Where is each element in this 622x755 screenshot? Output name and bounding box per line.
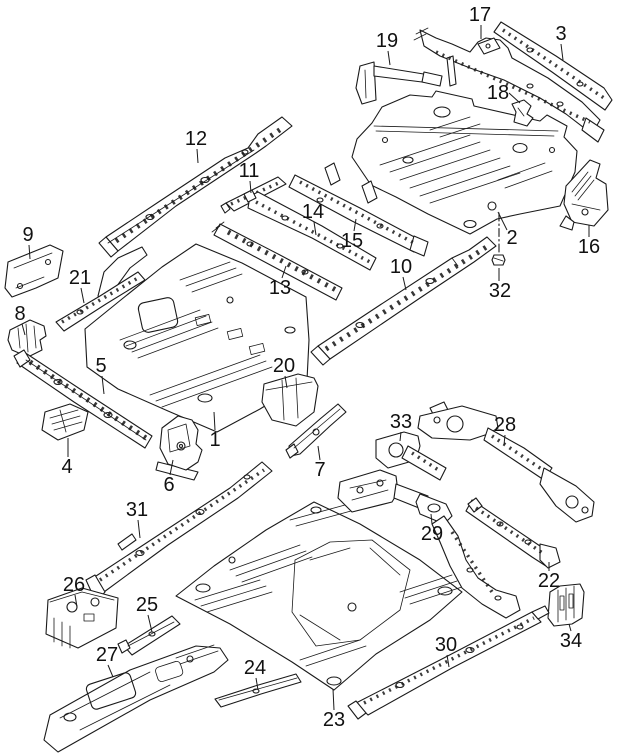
- callout-number-6: 6: [163, 474, 174, 496]
- callout-number-7: 7: [314, 459, 325, 481]
- leader-line-19: [387, 50, 391, 66]
- part-17-rear-crossmember: [413, 27, 605, 143]
- leader-line-33: [399, 431, 402, 442]
- part-33-mount-bracket: [375, 431, 447, 481]
- callout-number-25: 25: [136, 594, 158, 616]
- part-34-finger-bracket: [547, 583, 585, 627]
- leader-line-28: [503, 434, 506, 446]
- leader-line-12: [196, 148, 199, 164]
- part-9-bracket-panel: [4, 244, 64, 298]
- part-13-crossmember: [211, 221, 343, 301]
- part-10-rear-side-member: [310, 236, 497, 366]
- part-8-clip-bracket: [7, 319, 47, 358]
- part-12-rear-side-member: [98, 116, 293, 258]
- callout-number-1: 1: [209, 429, 220, 451]
- leader-line-10: [402, 276, 407, 291]
- leader-line-21: [80, 287, 85, 304]
- part-29-center-member: [337, 469, 521, 619]
- leader-line-29: [430, 513, 433, 525]
- part-21-sill-extension: [55, 246, 148, 332]
- callout-number-13: 13: [269, 277, 291, 299]
- callout-number-33: 33: [390, 411, 412, 433]
- leader-line-31: [137, 519, 141, 539]
- part-5-seat-crossmember: [13, 349, 153, 449]
- leader-line-23: [332, 688, 335, 711]
- leader-line-27: [107, 664, 114, 678]
- part-2-rear-floor-panel: [351, 90, 578, 235]
- leader-line-9: [28, 244, 31, 260]
- part-6-pedestal-bracket: [155, 415, 203, 481]
- callout-number-31: 31: [126, 499, 148, 521]
- leader-line-2: [497, 211, 508, 231]
- part-22-support-rail: [465, 497, 561, 569]
- part-28-crossmember-assembly: [417, 401, 595, 523]
- callout-number-29: 29: [421, 523, 443, 545]
- part-32-bolt: [491, 212, 506, 266]
- diagram-artwork: [4, 21, 613, 753]
- callout-number-11: 11: [239, 160, 260, 182]
- callout-number-30: 30: [435, 634, 457, 656]
- part-7-short-rail: [285, 403, 347, 459]
- leader-line-5: [101, 375, 105, 395]
- part-3-rear-rail: [493, 21, 613, 111]
- leader-line-14: [313, 221, 317, 236]
- leader-line-20: [284, 375, 288, 389]
- leader-line-8: [21, 323, 26, 336]
- callout-number-8: 8: [14, 303, 25, 325]
- callout-number-20: 20: [273, 355, 295, 377]
- leader-line-30: [446, 654, 450, 668]
- callout-number-9: 9: [22, 224, 33, 246]
- part-25-side-rail: [117, 615, 181, 656]
- part-18-bracket-clip: [511, 99, 534, 127]
- leader-line-13: [281, 265, 287, 279]
- leader-line-18: [508, 92, 521, 104]
- callout-number-3: 3: [555, 23, 566, 45]
- leader-line-11: [249, 180, 252, 194]
- callout-number-12: 12: [185, 128, 207, 150]
- leader-line-3: [560, 43, 564, 61]
- callout-number-21: 21: [69, 267, 91, 289]
- leader-line-6: [169, 459, 174, 476]
- callout-number-2: 2: [506, 227, 517, 249]
- callout-number-26: 26: [63, 574, 85, 596]
- part-14-crossmember: [243, 189, 377, 271]
- leader-line-25: [147, 614, 153, 633]
- leader-line-24: [255, 677, 259, 691]
- callout-number-10: 10: [390, 256, 412, 278]
- leader-line-1: [213, 411, 216, 431]
- callout-number-28: 28: [494, 414, 516, 436]
- part-26-box-bracket: [45, 587, 119, 649]
- callout-number-5: 5: [95, 355, 106, 377]
- callout-number-14: 14: [302, 201, 324, 223]
- part-27-front-floor-front-panel: [43, 644, 229, 753]
- leader-line-26: [74, 594, 78, 608]
- callout-number-27: 27: [96, 644, 118, 666]
- part-23-center-floor-panel: [175, 501, 463, 691]
- leader-line-15: [353, 218, 357, 232]
- part-4-ribbed-bracket: [41, 403, 89, 441]
- part-15-crossmember: [288, 162, 429, 257]
- callout-number-15: 15: [341, 230, 363, 252]
- callout-number-32: 32: [489, 280, 511, 302]
- callout-number-22: 22: [538, 570, 560, 592]
- part-20-support-bracket: [261, 373, 319, 427]
- part-16-quarter-bracket: [559, 159, 609, 231]
- callout-number-4: 4: [61, 456, 72, 478]
- callout-number-23: 23: [323, 709, 345, 731]
- callout-number-34: 34: [560, 630, 582, 652]
- leader-line-34: [568, 623, 572, 632]
- callout-number-24: 24: [244, 657, 266, 679]
- callout-number-16: 16: [578, 236, 600, 258]
- leader-line-7: [317, 445, 321, 461]
- part-19-rear-shelf-brace: [355, 61, 443, 105]
- callout-number-19: 19: [376, 30, 398, 52]
- leader-lines: [21, 25, 590, 711]
- callout-number-18: 18: [487, 82, 509, 104]
- callout-number-17: 17: [469, 4, 491, 26]
